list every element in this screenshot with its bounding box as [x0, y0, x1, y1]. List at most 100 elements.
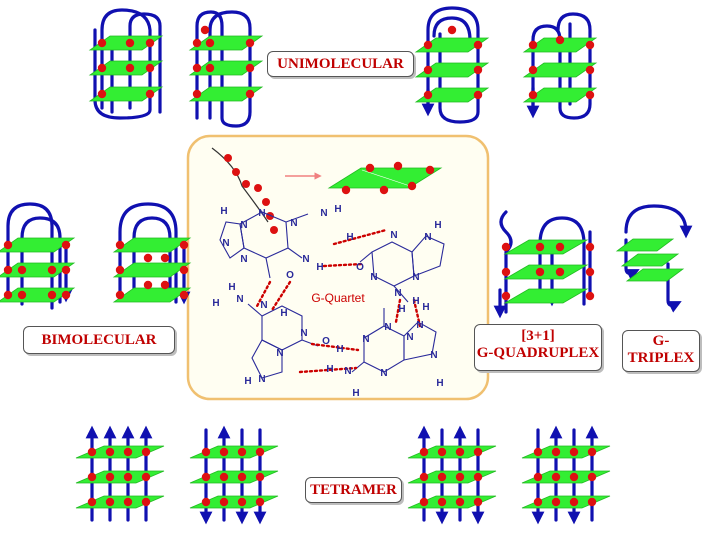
atom-n: N: [260, 300, 267, 311]
guanine-dot: [141, 447, 151, 457]
guanine-dot: [115, 290, 125, 300]
quartet-plane: [407, 470, 497, 484]
triplex-text-1: G-: [652, 333, 670, 349]
quartet-plane: [521, 495, 611, 509]
bimolecular-model-1: [0, 202, 76, 310]
quartet-plane: [414, 37, 490, 53]
bond: [265, 257, 271, 279]
quadruplex-text-1: [3+1]: [521, 328, 555, 344]
guanine-dot: [47, 265, 57, 275]
guanine-dot: [528, 90, 538, 100]
atom-h: H: [316, 262, 323, 273]
h-bond: [254, 280, 272, 310]
quartet-plane: [407, 495, 497, 509]
atom-o: O: [286, 270, 294, 281]
guanine-dot: [192, 89, 202, 99]
atom-h: H: [422, 302, 429, 313]
guanine-dot: [437, 472, 447, 482]
atom-n: N: [300, 328, 307, 339]
guanine-dot: [255, 472, 265, 482]
guanine-dot: [201, 472, 211, 482]
quartet-plane: [414, 62, 490, 78]
guanine-dot: [533, 447, 543, 457]
guanine-dot: [179, 240, 189, 250]
guanine-dot: [379, 185, 389, 195]
strand: [118, 202, 178, 304]
guanine-dot: [585, 40, 595, 50]
guanine-dot: [585, 65, 595, 75]
guanine-dot: [419, 497, 429, 507]
guanine-dot: [254, 184, 262, 192]
strand: [538, 216, 586, 306]
ring: [251, 339, 283, 379]
tetramer-label: TETRAMER: [305, 477, 402, 503]
atom-n: N: [290, 218, 297, 229]
atom-h: H: [436, 378, 443, 389]
guanine-dot: [192, 63, 202, 73]
atom-n: N: [258, 208, 265, 219]
guanine-dot: [437, 497, 447, 507]
atom-n: N: [320, 208, 327, 219]
guanine-dot: [587, 472, 597, 482]
guanine-dot: [224, 154, 232, 162]
tetramer-model-4: [521, 425, 611, 525]
guanine-dot: [17, 290, 27, 300]
mini-quartet: [327, 161, 443, 195]
atom-h: H: [280, 308, 287, 319]
atom-h: H: [220, 206, 227, 217]
guanine-dot: [160, 253, 170, 263]
bond: [393, 285, 409, 303]
strand: [666, 262, 682, 313]
guanine-dot: [587, 447, 597, 457]
guanine-dot: [219, 497, 229, 507]
atom-n: N: [362, 334, 369, 345]
nucleotide-chain: [211, 147, 322, 234]
bond: [287, 247, 303, 259]
guanine-dot: [219, 472, 229, 482]
guanine-dot: [437, 447, 447, 457]
atom-n: N: [344, 366, 351, 377]
atom-n: N: [276, 348, 283, 359]
guanine-dot: [555, 267, 565, 277]
guanine-dot: [447, 25, 457, 35]
guanine-dot: [419, 472, 429, 482]
ring-bonds: [219, 211, 445, 379]
atom-h: H: [244, 376, 251, 387]
guanine-dot: [585, 90, 595, 100]
unimolecular-model-4: [522, 12, 598, 120]
quartet-plane: [521, 445, 611, 459]
atom-h: H: [326, 364, 333, 375]
guanine-dot: [105, 497, 115, 507]
atom-n: N: [424, 232, 431, 243]
guanine-dot: [473, 447, 483, 457]
atom-h: H: [412, 296, 419, 307]
guanine-dot: [423, 65, 433, 75]
atom-n: N: [236, 294, 243, 305]
h-bond: [310, 342, 360, 352]
guanine-dot: [533, 497, 543, 507]
bimolecular-text: BIMOLECULAR: [41, 332, 157, 348]
g-quartet-panel: [186, 134, 490, 401]
atom-o: O: [356, 262, 364, 273]
guanine-dot: [501, 291, 511, 301]
h-bond: [322, 262, 364, 268]
guanine-dot: [425, 165, 435, 175]
topology-models: [0, 6, 693, 525]
ring: [411, 235, 445, 277]
atom-n: N: [390, 230, 397, 241]
atom-n: N: [406, 332, 413, 343]
bond: [351, 361, 365, 373]
guanine-dot: [200, 25, 210, 35]
quartet-plane: [75, 470, 165, 484]
guanine-dot: [61, 240, 71, 250]
guanine-dot: [3, 290, 13, 300]
guanine-dot: [245, 89, 255, 99]
strand: [531, 12, 592, 120]
guanine-dot: [87, 497, 97, 507]
guanine-dot: [205, 63, 215, 73]
atom-n: N: [380, 368, 387, 379]
guanine-dot: [201, 497, 211, 507]
guanine-dot: [87, 447, 97, 457]
atom-h: H: [212, 298, 219, 309]
